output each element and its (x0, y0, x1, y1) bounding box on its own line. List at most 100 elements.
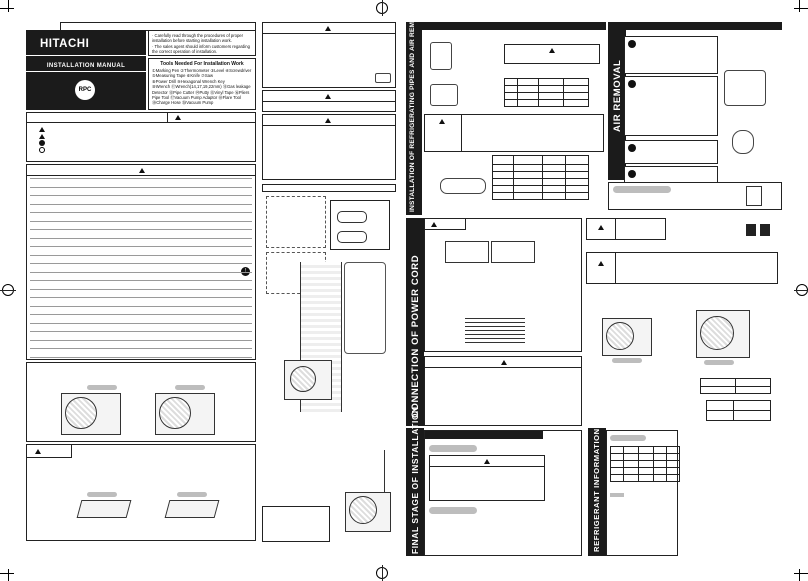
valve-illustration (732, 130, 754, 154)
indoor-dimension-diagram (266, 196, 326, 248)
intro-note-line: installation before starting installatio… (152, 38, 232, 44)
terminal-block (491, 241, 535, 263)
flare-tool-illustration (430, 84, 458, 106)
text-rule (30, 178, 252, 179)
step-number-icon (628, 170, 636, 178)
pipe-illustration (440, 178, 486, 194)
text-rule (30, 186, 252, 188)
warning-icon (175, 115, 181, 120)
step-number-icon (628, 144, 636, 152)
text-rule (30, 348, 252, 349)
installation-place-box (262, 22, 396, 88)
section-band-pipes: INSTALLATION OF REFRIGERATING PIPES AND … (406, 3, 422, 215)
tools-line: Pipe Tool ⑰Vacuum Pump Adaptor ⑱Flare To… (152, 95, 241, 101)
spec-table (504, 78, 589, 107)
warning-icon (39, 127, 45, 132)
figure-label (87, 492, 117, 497)
crop-mark (0, 8, 14, 9)
cap-icon (746, 186, 762, 206)
tools-line: ⑩Wrench ⑪Wrench(14,17,19,22mm) ⑫Gas leak… (152, 84, 251, 90)
text-rule (30, 331, 252, 332)
manual-title: INSTALLATION MANUAL (46, 63, 126, 69)
warning-icon (598, 225, 604, 230)
text-rule (30, 254, 252, 256)
warning-icon (439, 119, 445, 124)
mandatory-icon (39, 140, 45, 146)
section-title-refrigerant: REFRIGERANT INFORMATION (592, 428, 601, 552)
step-box-1 (624, 36, 718, 74)
dimension-header (262, 184, 396, 192)
section-band-power: CONNECTION OF POWER CORD (406, 218, 424, 426)
section-band-refrigerant: REFRIGERANT INFORMATION (588, 428, 606, 556)
text-rule (30, 297, 252, 298)
text-rule (30, 356, 252, 358)
refrigerant-label (610, 435, 646, 441)
caution-box (586, 252, 778, 284)
gauge-manifold-illustration (724, 70, 766, 106)
text-rule (30, 246, 252, 247)
figure-label (177, 492, 207, 497)
warning-icon (39, 134, 45, 139)
crop-mark (799, 0, 800, 12)
warning-icon (139, 168, 145, 173)
figure-label (87, 385, 117, 390)
header-bar (422, 22, 606, 30)
section-title-power-cord: CONNECTION OF POWER CORD (410, 254, 421, 418)
tools-line: ⑲Charge Hose ⑳Vacuum Pump (152, 100, 214, 106)
note-box (262, 506, 330, 542)
unit-base-illustration (76, 500, 132, 518)
text-rule (30, 314, 252, 315)
crop-mark (794, 573, 808, 574)
tools-title: Tools Needed For Installation Work (160, 61, 244, 67)
intro-note-line: · The sales agent should inform customer… (152, 43, 250, 49)
fan-icon (65, 397, 97, 429)
warning-icon (549, 48, 555, 53)
intro-note-line: · Carefully read through the procedures … (152, 33, 244, 38)
caution-box (586, 218, 666, 240)
indoor-unit-illustration (344, 262, 386, 354)
step-box-3 (624, 140, 718, 164)
cable-diagram (465, 315, 525, 343)
step-label (429, 507, 477, 514)
text-rule (30, 305, 252, 307)
prohibited-icon (39, 147, 45, 153)
caution-box (504, 44, 600, 64)
text-rule (30, 288, 252, 290)
figure-label (612, 358, 642, 363)
step-number-icon (628, 80, 636, 88)
template-box (330, 200, 390, 250)
intro-notes: · Carefully read through the procedures … (148, 30, 256, 56)
figure-label (704, 360, 734, 365)
step-box-2 (624, 76, 718, 136)
fuse-table (706, 400, 771, 421)
warning-icon (431, 222, 437, 227)
rpc-badge: RPC (75, 80, 95, 100)
caution-box (429, 455, 545, 501)
unit-icon (375, 73, 391, 83)
final-stage-box (424, 430, 582, 556)
warning-icon (325, 26, 331, 31)
tools-line: ⑧Power Drill ⑨Hexagonal Wrench Key (152, 78, 225, 84)
text-rule (30, 322, 252, 324)
fan-icon (290, 366, 316, 392)
text-rule (30, 195, 252, 196)
terminal-block (445, 241, 489, 263)
section-title-final-stage: FINAL STAGE OF INSTALLATION (410, 406, 420, 554)
unit-base-illustration (164, 500, 220, 518)
figure-label (175, 385, 205, 390)
text-rule (30, 212, 252, 213)
text-rule (30, 237, 252, 239)
fan-icon (606, 322, 634, 350)
text-rule (30, 271, 252, 273)
text-rule (30, 339, 252, 341)
caution-box (424, 356, 582, 426)
crop-mark (0, 573, 14, 574)
caution-box (262, 90, 396, 112)
hand-illustration (430, 42, 452, 70)
warnings-box: ! (26, 164, 256, 360)
text-rule (30, 203, 252, 205)
fan-icon (700, 316, 734, 350)
text-rule (30, 229, 252, 230)
warning-icon (325, 118, 331, 123)
warning-icon (501, 360, 507, 365)
